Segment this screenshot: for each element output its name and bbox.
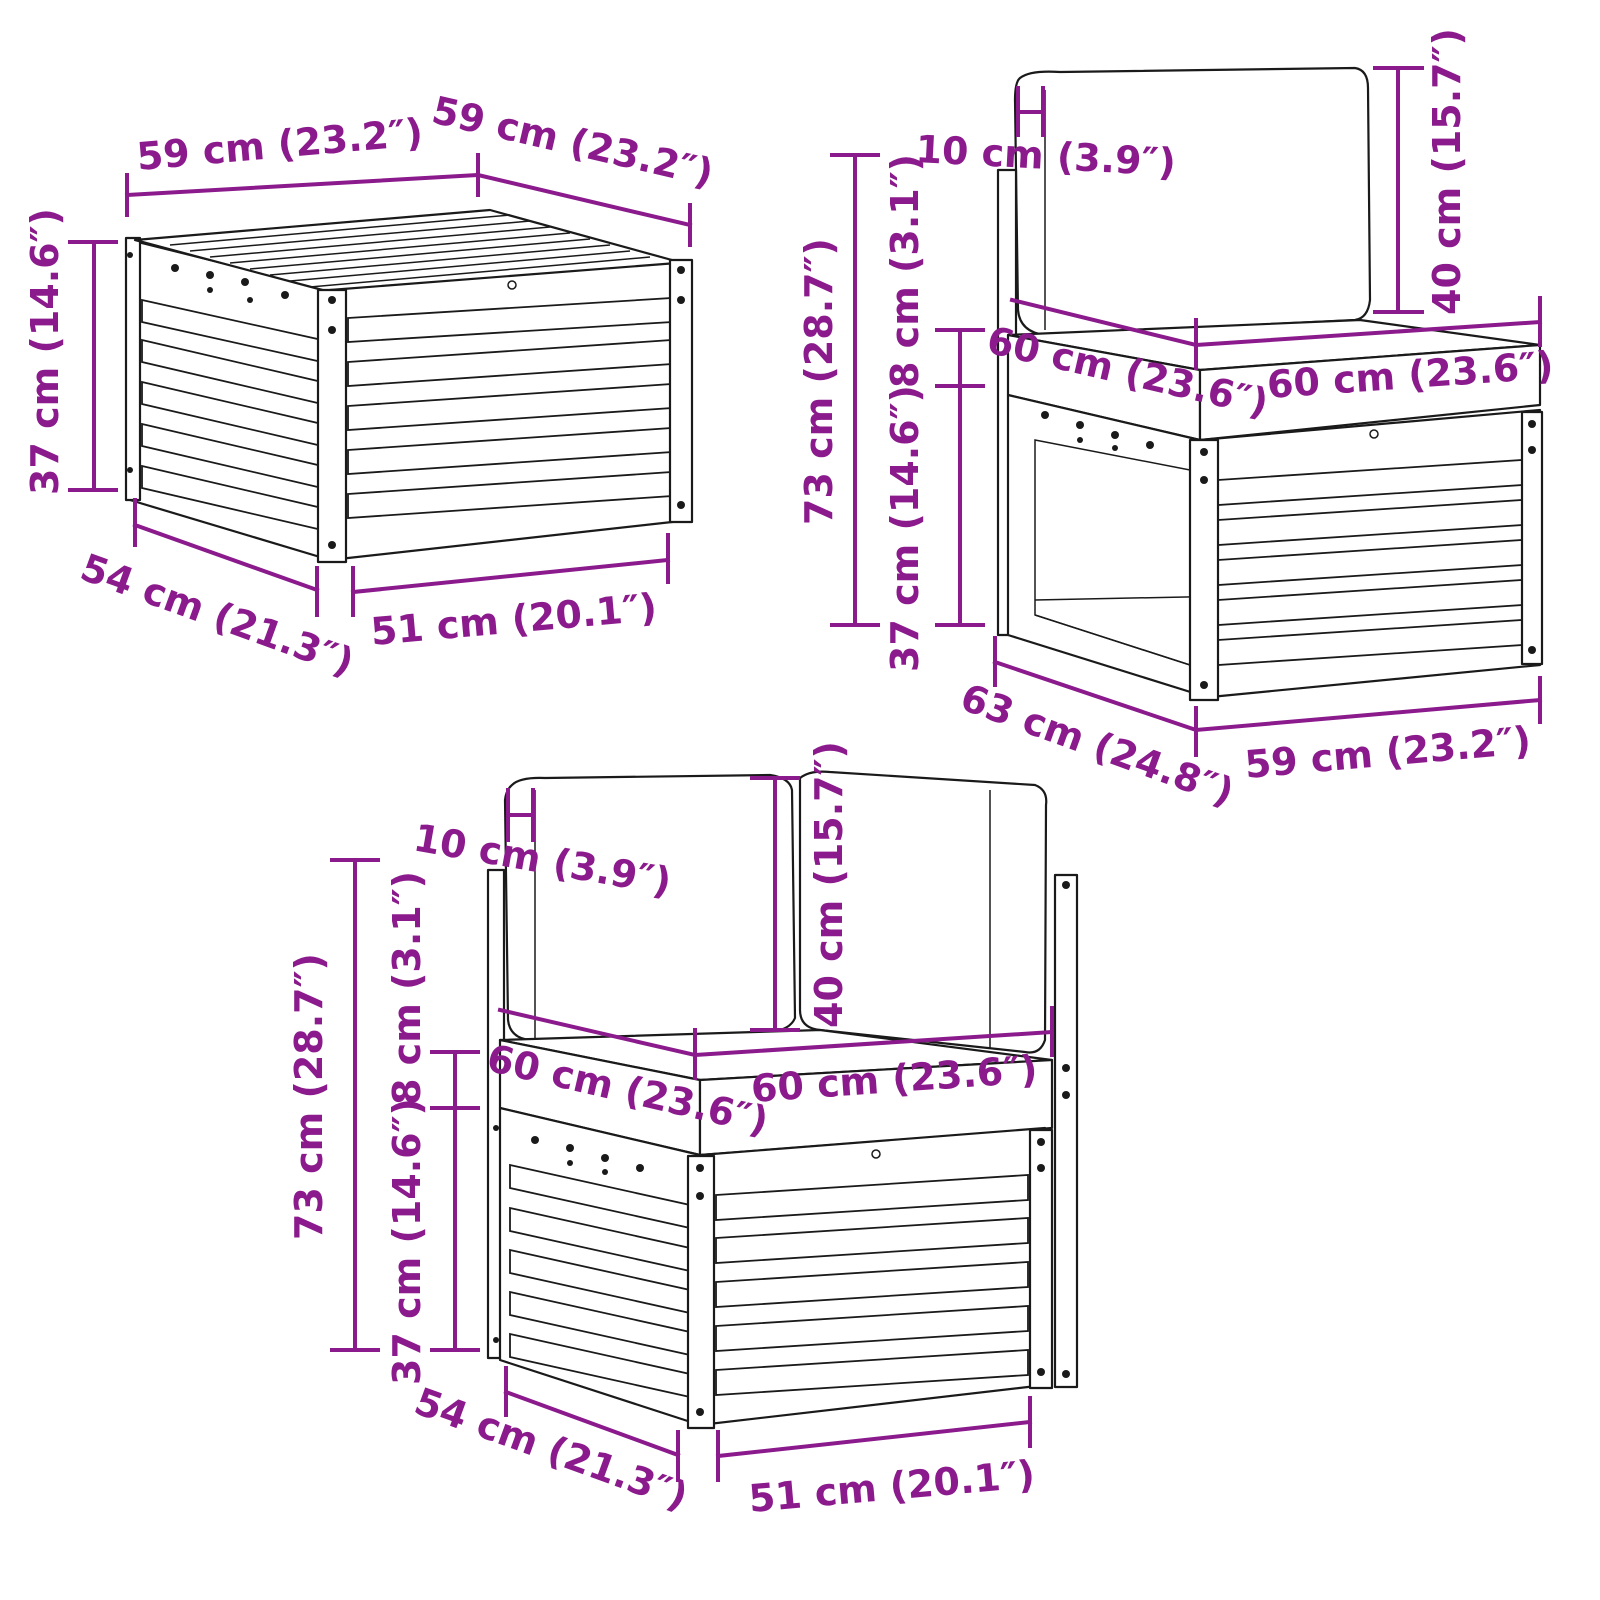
- middle-base-slats: [1217, 459, 1523, 666]
- corner-bolts: [493, 881, 1070, 1416]
- ottoman-bolts: [127, 252, 685, 549]
- ottoman-dimensions: [68, 153, 693, 617]
- corner-front-post: [686, 1154, 716, 1430]
- middle-cushion-height-label: 8 cm (3.1″): [883, 154, 927, 388]
- corner-base-front-slats: [715, 1174, 1029, 1396]
- corner-back-cushion-right: [798, 770, 1048, 1054]
- middle-total-height-label: 73 cm (28.7″): [797, 238, 841, 525]
- ottoman-top-lines: [169, 214, 651, 288]
- ottoman-width-back-label: 59 cm (23.2″): [135, 110, 425, 179]
- corner-sofa-drawing: [486, 770, 1079, 1430]
- corner-front-right-post: [1028, 1128, 1054, 1390]
- middle-base-width-label: 59 cm (23.2″): [1243, 718, 1533, 787]
- middle-right-post: [1520, 410, 1544, 666]
- corner-back-height-label: 40 cm (15.7″): [807, 741, 851, 1028]
- ottoman-width-label: 51 cm (20.1″): [369, 585, 659, 654]
- corner-back-cushion-left: [503, 773, 797, 1042]
- ottoman-height-label: 37 cm (14.6″): [23, 208, 67, 495]
- middle-bolts: [1041, 411, 1536, 689]
- corner-sofa-dimensions: [330, 776, 1055, 1482]
- corner-base-left-slats: [509, 1163, 691, 1399]
- ottoman-front-right-post: [668, 258, 694, 524]
- corner-seat-side: [698, 1058, 1054, 1157]
- corner-right-post: [1053, 873, 1079, 1389]
- ottoman-front-left-post: [316, 288, 348, 564]
- middle-sofa-drawing: [996, 66, 1544, 702]
- middle-sofa-dimensions: [830, 66, 1543, 757]
- ottoman-drawing: [124, 208, 694, 564]
- ottoman-width-side-label: 59 cm (23.2″): [428, 88, 717, 195]
- corner-total-height-label: 73 cm (28.7″): [287, 953, 331, 1240]
- ottoman-left-post: [124, 236, 142, 502]
- corner-cushion-height-label: 8 cm (3.1″): [385, 871, 429, 1105]
- middle-seat-side: [1198, 343, 1542, 442]
- middle-back-cushion: [1013, 66, 1372, 337]
- corner-seat-height-label: 37 cm (14.6″): [385, 1098, 429, 1385]
- ottoman-left-slats: [141, 298, 323, 532]
- middle-seat-height-label: 37 cm (14.6″): [883, 385, 927, 672]
- middle-back-height-label: 40 cm (15.7″): [1425, 28, 1469, 315]
- ottoman-front-slats: [347, 297, 673, 519]
- corner-base-width-label: 51 cm (20.1″): [747, 1452, 1037, 1521]
